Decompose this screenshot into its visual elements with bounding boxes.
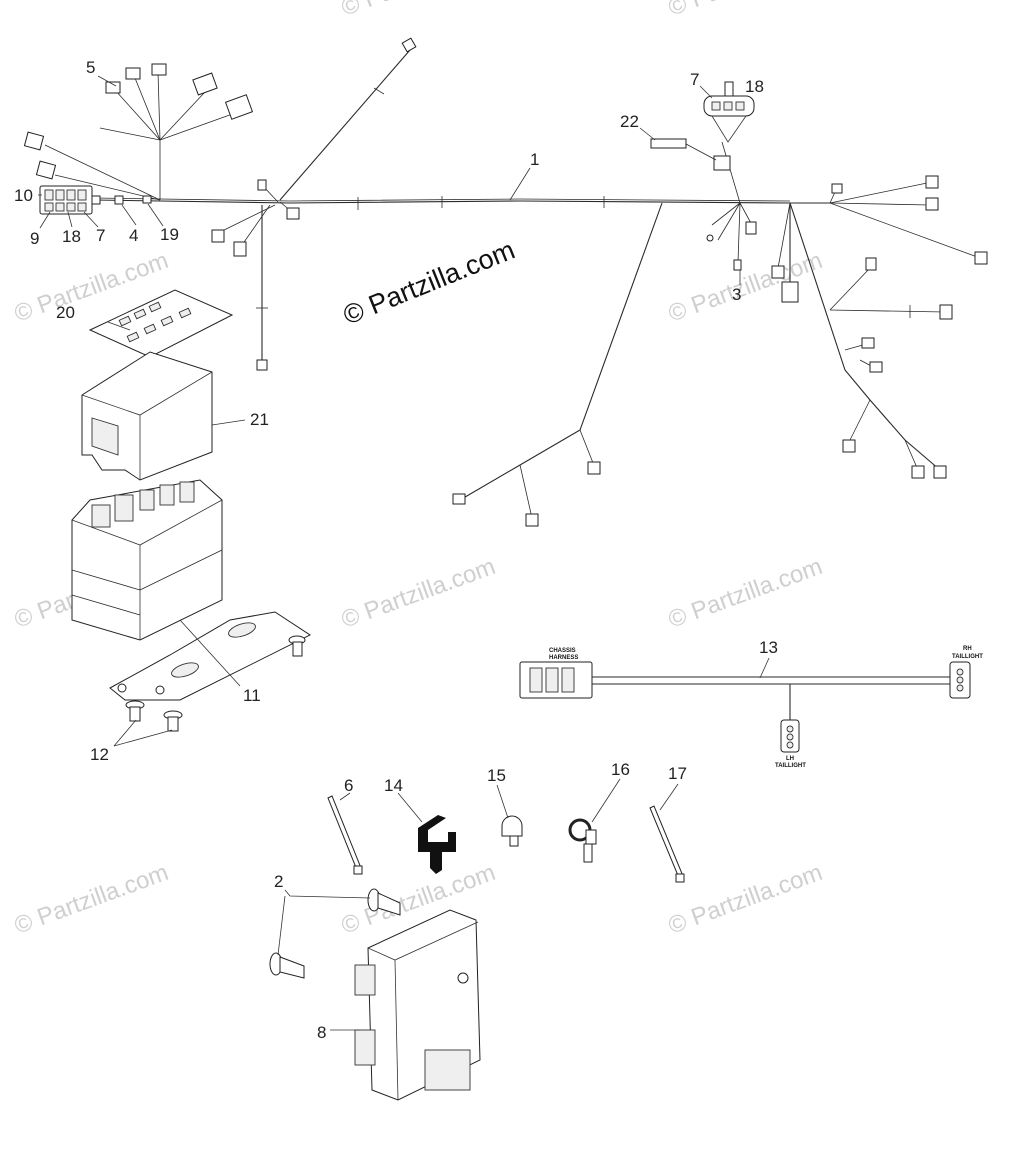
connector-icon: [105, 81, 121, 94]
callout-7b: 7: [96, 226, 105, 245]
watermark-tile: © Partzilla.com: [665, 859, 826, 940]
connector-icon: [286, 207, 300, 220]
cable-tie-6: [327, 795, 363, 875]
callout-20: 20: [56, 303, 75, 322]
rh-taillight-label: TAILLIGHT: [952, 654, 983, 660]
connector-icon: [865, 257, 877, 271]
connector-icon: [771, 265, 785, 279]
callout-18b: 18: [62, 227, 81, 246]
connector-icon: [974, 251, 988, 265]
cable-tie-17: [649, 805, 685, 883]
callout-21: 21: [250, 410, 269, 429]
fuse-holder: [39, 185, 101, 215]
lh-taillight-label: TAILLIGHT: [775, 763, 806, 769]
push-rivets-2: [269, 888, 401, 979]
clamp-16: [568, 818, 597, 863]
callout-13: 13: [759, 638, 778, 657]
clamp-15: [501, 815, 523, 847]
callout-2: 2: [274, 872, 283, 891]
screws-12: [125, 635, 306, 732]
chassis-harness-label: HARNESS: [549, 655, 578, 661]
clip-icon: [114, 195, 124, 205]
mounting-plate: [109, 611, 312, 701]
callout-10: 10: [14, 186, 33, 205]
watermark-tile: © Partzilla.com: [338, 0, 499, 22]
clip-icon: [142, 195, 152, 204]
connector-icon: [125, 67, 141, 80]
connector-icon: [401, 37, 417, 53]
callout-22: 22: [620, 112, 639, 131]
fuse-box-cover: [81, 351, 213, 481]
callout-1: 1: [530, 150, 539, 169]
connector-icon: [525, 513, 539, 527]
watermark-tile: © Partzilla.com: [665, 0, 826, 22]
callout-numbers: 1 2 3 4 5 6 7 7 8 9 10 11 12 13 14 15 16…: [14, 58, 778, 1042]
decal: [88, 289, 234, 358]
fuse-holder-upper: [650, 81, 755, 161]
connector-icon: [869, 361, 883, 373]
connector-icon: [925, 175, 939, 189]
callout-6: 6: [344, 776, 353, 795]
chassis-harness-label: CHASSIS: [549, 648, 576, 654]
callout-11: 11: [243, 686, 261, 705]
connector-icon: [911, 465, 925, 479]
watermark-tile: © Partzilla.com: [11, 859, 172, 940]
connector-icon: [224, 94, 254, 120]
connector-icon: [781, 281, 799, 303]
callout-14: 14: [384, 776, 403, 795]
connector-icon: [861, 337, 875, 349]
connector-icon: [713, 155, 731, 171]
control-module-8: [354, 909, 481, 1101]
callout-7: 7: [690, 70, 699, 89]
callout-18: 18: [745, 77, 764, 96]
callout-8: 8: [317, 1023, 326, 1042]
connector-icon: [151, 63, 167, 76]
connector-icon: [831, 183, 843, 194]
watermark-main: © Partzilla.com: [339, 235, 519, 331]
connector-icon: [452, 493, 466, 505]
callout-17: 17: [668, 764, 687, 783]
connector-icon: [211, 229, 225, 243]
connector-icon: [939, 304, 953, 320]
connector-icon: [23, 131, 45, 151]
callout-3: 3: [732, 285, 741, 304]
callout-16: 16: [611, 760, 630, 779]
clip-14: [418, 815, 456, 874]
callout-15: 15: [487, 766, 506, 785]
rh-taillight-label: RH: [963, 646, 972, 652]
watermark-tile: © Partzilla.com: [665, 553, 826, 634]
callout-5: 5: [86, 58, 95, 77]
connector-icon: [933, 465, 947, 479]
callout-19: 19: [160, 225, 179, 244]
connector-icon: [587, 461, 601, 475]
connector-icon: [706, 234, 714, 242]
watermark-tile: © Partzilla.com: [338, 553, 499, 634]
lh-taillight-label: LH: [786, 756, 794, 762]
connector-icon: [925, 197, 939, 211]
connector-icon: [745, 221, 757, 235]
connector-icon: [842, 439, 856, 453]
connector-icon: [35, 160, 57, 180]
connector-icon: [256, 359, 268, 371]
watermark-tile: © Partzilla.com: [665, 247, 826, 328]
fuse-block: [71, 479, 223, 641]
callout-4: 4: [129, 226, 138, 245]
connector-icon: [733, 259, 742, 271]
leader-lines: [38, 75, 770, 1031]
main-harness: [23, 37, 988, 527]
taillight-harness: CHASSIS HARNESS RH TAILLIGHT LH TAILLIGH…: [519, 646, 983, 769]
connector-icon: [257, 179, 267, 191]
connector-icon: [192, 72, 218, 96]
callout-12: 12: [90, 745, 109, 764]
callout-9: 9: [30, 229, 39, 248]
connector-icon: [233, 241, 247, 257]
